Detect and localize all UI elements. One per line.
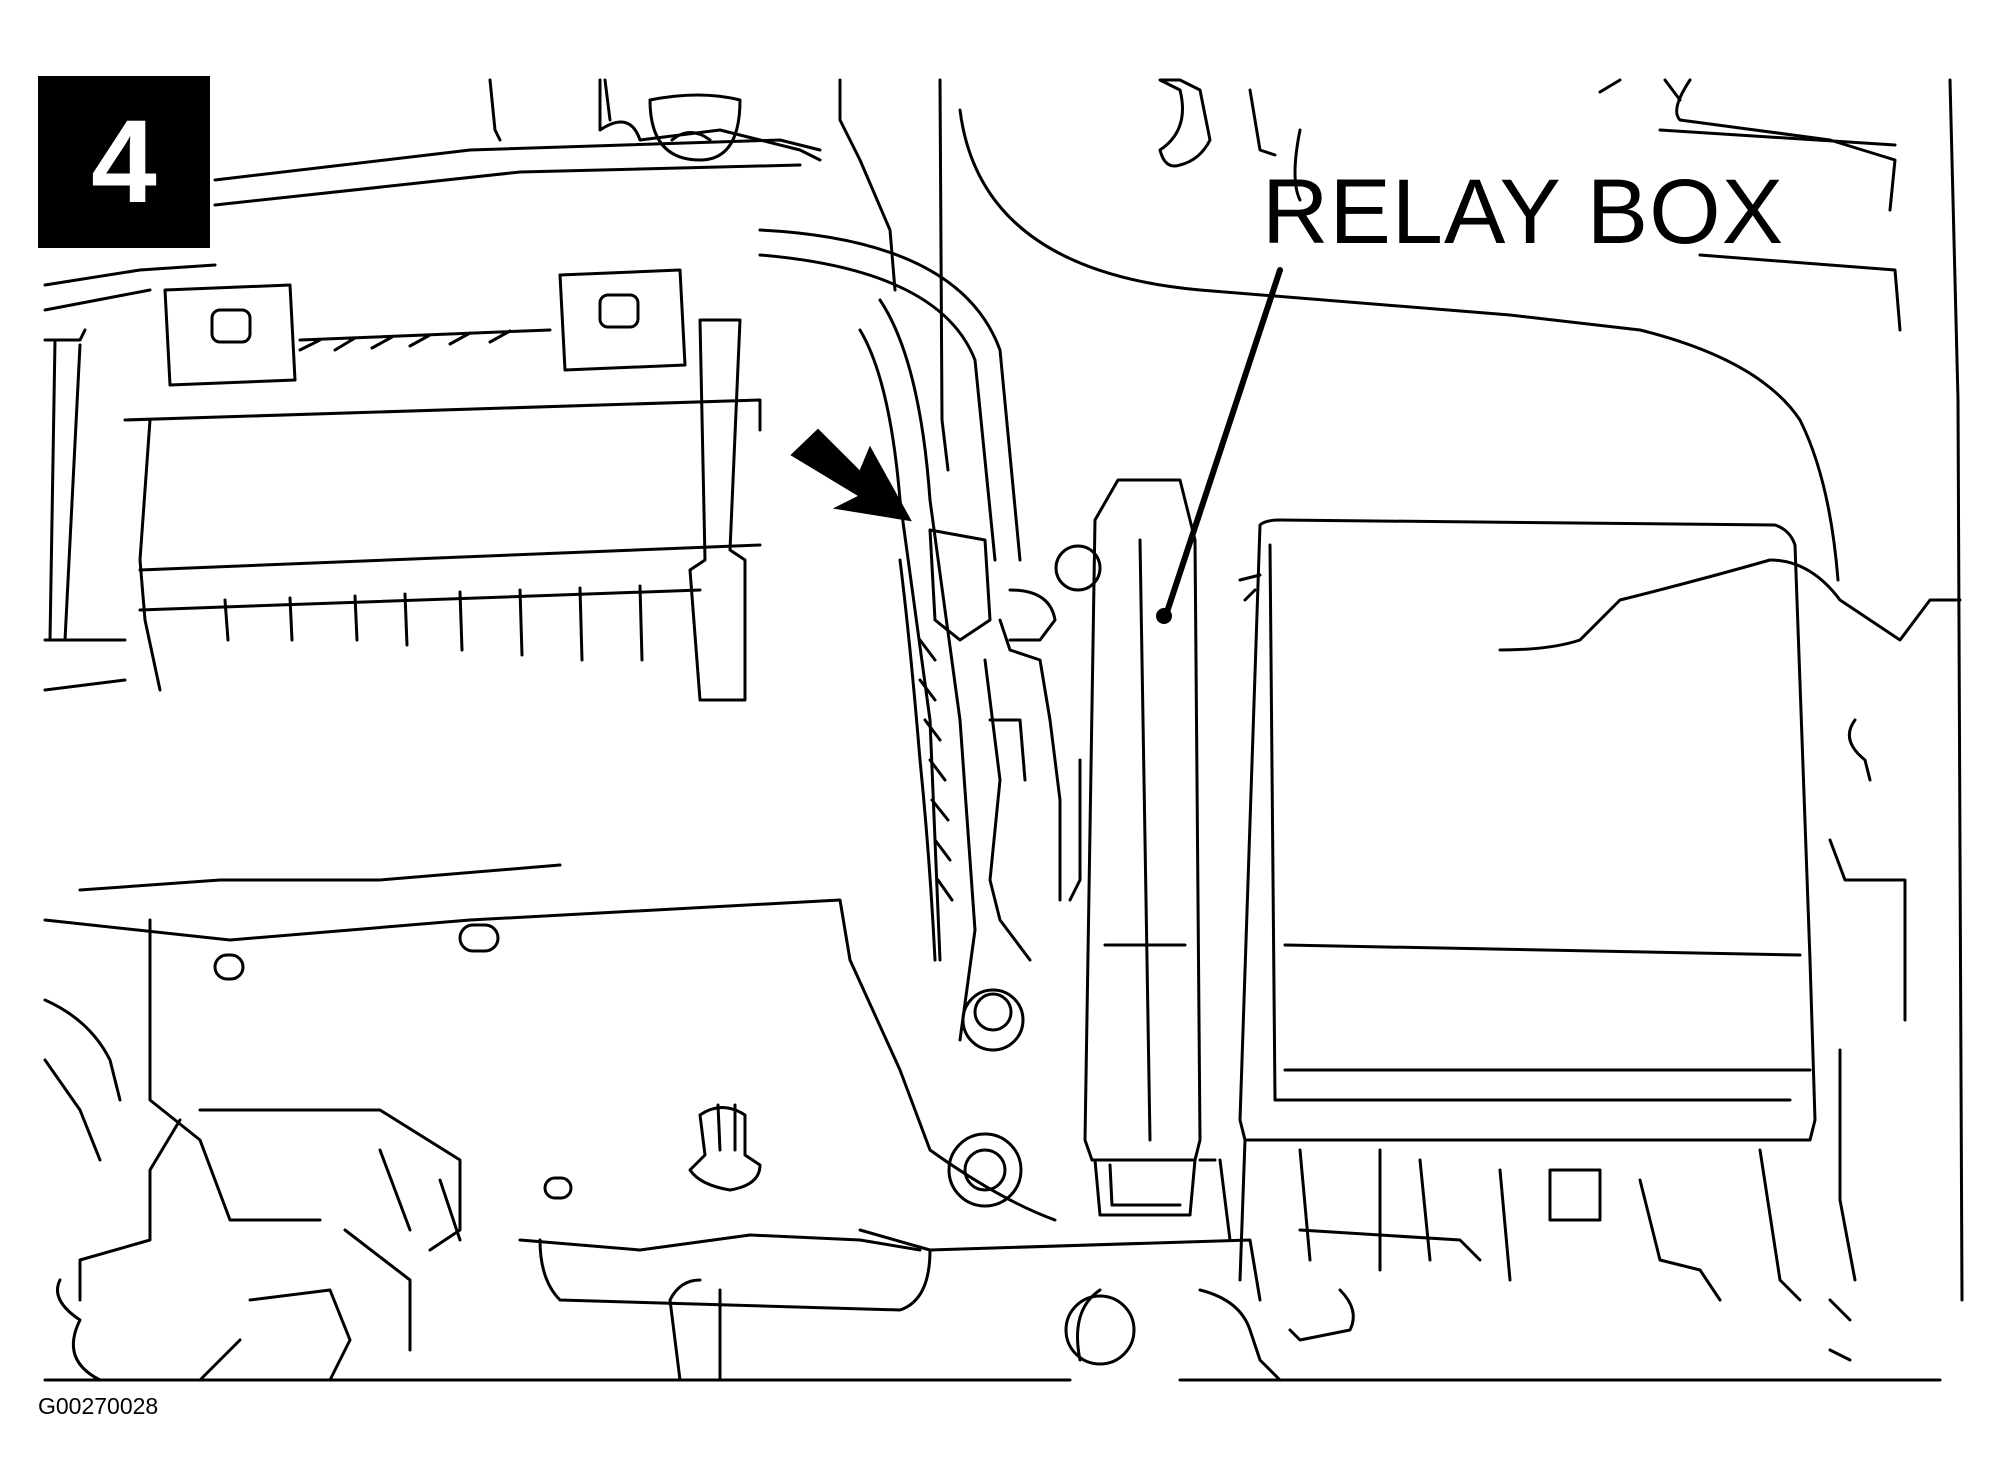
figure-id: G00270028 — [38, 1393, 159, 1419]
step-number-badge: 4 — [38, 76, 210, 248]
relay-box-module — [1083, 478, 1217, 1217]
wiring-harness — [758, 228, 1082, 1042]
step-number: 4 — [91, 96, 157, 228]
lower-bracket — [43, 863, 1355, 1382]
air-intake-housing — [43, 78, 897, 312]
arrow-pointer-icon — [790, 428, 912, 522]
mounting-bolts — [213, 544, 1136, 1366]
relay-box-label: RELAY BOX — [1262, 161, 1785, 263]
callout-leader — [1156, 267, 1283, 624]
fuse-box — [1238, 518, 1857, 1362]
cowl-panel — [958, 78, 1962, 1022]
battery — [43, 268, 762, 702]
engine-bay-outline — [43, 78, 1964, 1382]
